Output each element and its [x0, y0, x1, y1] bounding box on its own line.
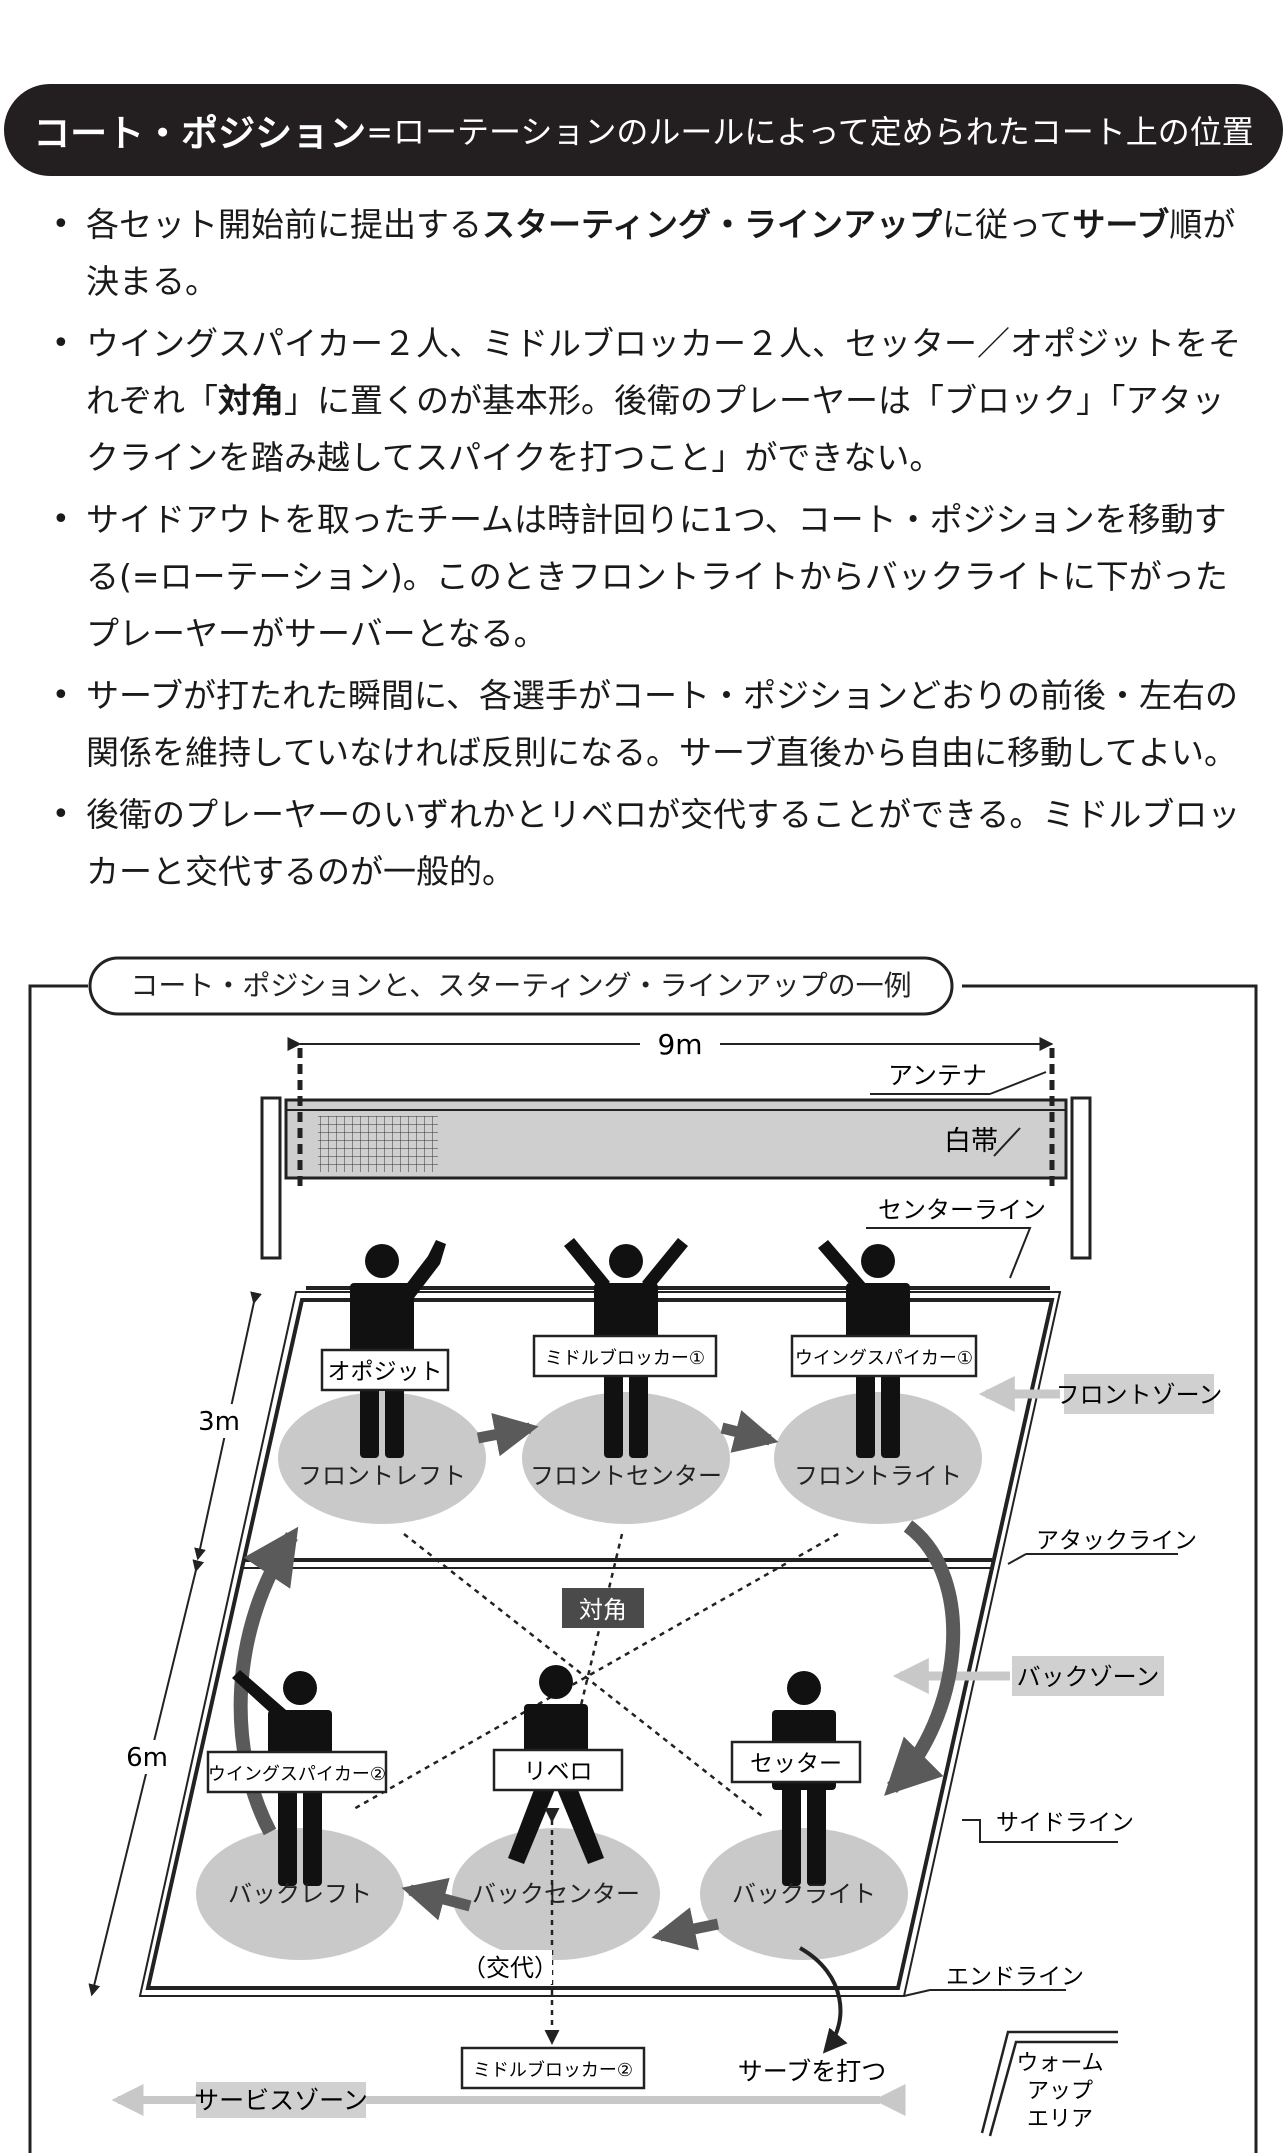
court-diagram: コート・ポジションと、スターティング・ラインアップの一例 9m アンテナ 白帯 … — [28, 956, 1258, 2153]
rule-item: サーブが打たれた瞬間に、各選手がコート・ポジションどおりの前後・左右の関係を維持… — [48, 667, 1248, 781]
rule-item: 後衛のプレーヤーのいずれかとリベロが交代することができる。ミドルブロッカーと交代… — [48, 786, 1248, 900]
section-header: コート・ポジション=ローテーションのルールによって定められたコート上の位置 — [4, 84, 1283, 176]
emphasis-text: スターティング・ラインアップ — [482, 205, 943, 244]
tag-box-front-center — [532, 1334, 718, 1378]
header-definition: =ローテーションのルールによって定められたコート上の位置 — [366, 113, 1254, 151]
zone-front-left: フロントレフト — [298, 1462, 466, 1490]
white-band-label: 白帯 — [944, 1126, 998, 1157]
front-zone-label: フロントゾーン — [1056, 1381, 1223, 1409]
diagonal-label: 対角 — [579, 1596, 627, 1624]
diagram-title: コート・ポジションと、スターティング・ラインアップの一例 — [130, 969, 911, 1002]
antenna-label: アンテナ — [888, 1061, 987, 1090]
warmup-line-3: エリア — [1027, 2107, 1093, 2132]
back-zone-badge — [1012, 1656, 1164, 1696]
zone-back-center: バックセンター — [472, 1880, 640, 1908]
zone-back-right: バックライト — [732, 1880, 876, 1908]
back-zone-label: バックゾーン — [1017, 1663, 1160, 1691]
diagram-title-box — [88, 956, 954, 1016]
net-post-left — [260, 1096, 282, 1260]
rule-item: 各セット開始前に提出するスターティング・ラインアップに従ってサーブ順が決まる。 — [48, 196, 1248, 310]
player-label-front-right: ウイングスパイカー① — [795, 1348, 973, 1369]
rule-item: ウイングスパイカー２人、ミドルブロッカー２人、セッター／オポジットをそれぞれ「対… — [48, 315, 1248, 486]
center-line-label: センターライン — [878, 1196, 1046, 1224]
player-label-front-center: ミドルブロッカー① — [545, 1347, 705, 1369]
dim-6m-label: 6m — [126, 1743, 168, 1773]
body-text: ウイングスパイカー２人、ミドルブロッカー２人、セッター／オポジットをそれぞれ「 — [86, 324, 1241, 420]
net-post-right — [1070, 1096, 1092, 1260]
player-label-front-left: オポジット — [328, 1359, 443, 1385]
body-text: サーブが打たれた瞬間に、各選手がコート・ポジションどおりの前後・左右の関係を維持… — [86, 676, 1239, 772]
side-line-label: サイドライン — [996, 1810, 1134, 1836]
body-text: 」に置くのが基本形。後衛のプレーヤーは「ブロック」「アタックラインを踏み越してス… — [86, 381, 1225, 477]
body-text: 各セット開始前に提出する — [86, 205, 482, 244]
body-text: 順が決まる。 — [86, 205, 1236, 301]
front-zone-badge — [1064, 1374, 1214, 1414]
zone-back-left: バックレフト — [228, 1880, 372, 1908]
zone-front-center: フロントセンター — [530, 1462, 722, 1490]
diagonal-badge — [562, 1588, 644, 1628]
player-label-back-center: リベロ — [524, 1759, 593, 1785]
tag-box-back-left — [206, 1750, 388, 1794]
emphasis-text: サーブ — [1072, 205, 1170, 244]
body-text: 後衛のプレーヤーのいずれかとリベロが交代することができる。ミドルブロッカーと交代… — [86, 795, 1241, 891]
tag-box-back-right — [730, 1740, 862, 1784]
rule-item: サイドアウトを取ったチームは時計回りに1つ、コート・ポジションを移動する(=ロー… — [48, 491, 1248, 662]
tag-box-front-left — [320, 1348, 450, 1392]
emphasis-text: 対角 — [218, 381, 284, 420]
dim-3m-label: 3m — [198, 1407, 240, 1437]
body-text: サイドアウトを取ったチームは時計回りに1つ、コート・ポジションを移動する(=ロー… — [86, 500, 1228, 653]
attack-line-label: アタックライン — [1036, 1528, 1197, 1554]
warmup-line-2: アップ — [1027, 2079, 1093, 2104]
net-width-label: 9m — [657, 1028, 702, 1061]
diagram-frame — [28, 984, 1258, 2153]
service-zone-label: サービスゾーン — [194, 2086, 368, 2115]
tag-box-back-center — [492, 1748, 624, 1792]
player-label-sub: ミドルブロッカー② — [473, 2059, 633, 2081]
zone-front-right: フロントライト — [794, 1462, 962, 1490]
net-mesh — [318, 1116, 438, 1172]
header-term: コート・ポジション — [33, 112, 367, 155]
player-label-back-right: セッター — [750, 1751, 842, 1777]
warmup-line-1: ウォーム — [1016, 2051, 1103, 2076]
service-zone-badge — [196, 2082, 366, 2118]
serve-label: サーブを打つ — [738, 2057, 887, 2086]
end-line-label: エンドライン — [946, 1964, 1084, 1990]
player-label-back-left: ウイングスパイカー② — [208, 1764, 386, 1785]
rules-list: 各セット開始前に提出するスターティング・ラインアップに従ってサーブ順が決まる。 … — [48, 196, 1248, 905]
substitution-label: （交代） — [462, 1954, 558, 1982]
tag-box-front-right — [790, 1334, 978, 1378]
body-text: に従って — [942, 205, 1073, 244]
